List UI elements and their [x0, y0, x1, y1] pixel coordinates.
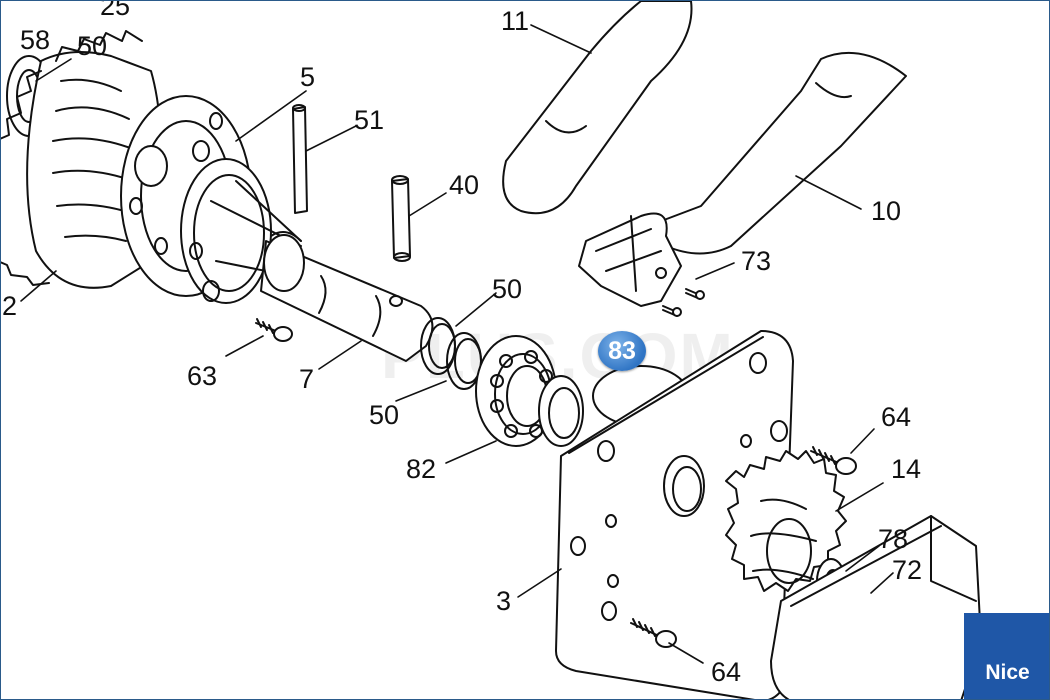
label-part-7: 7 — [299, 364, 315, 394]
release-lever-10 — [578, 51, 907, 307]
release-lever-11 — [502, 1, 693, 215]
label-part-78: 78 — [878, 524, 909, 554]
bearing-82 — [475, 335, 690, 447]
leader-lines — [20, 24, 894, 664]
gear-cover — [770, 515, 982, 699]
label-part-40: 40 — [449, 170, 480, 200]
part-hotspot-83[interactable]: 83 — [598, 331, 646, 371]
label-part-50: 50 — [369, 400, 400, 430]
pinion-gear-14 — [725, 450, 847, 592]
label-part-64: 64 — [711, 657, 742, 687]
circlips — [420, 317, 482, 390]
pin-51 — [292, 104, 308, 214]
label-part-63: 63 — [187, 361, 218, 391]
screw-64-bottom — [630, 618, 677, 648]
label-part-50: 50 — [77, 31, 108, 61]
screw-63 — [255, 318, 293, 342]
label-part-5: 5 — [300, 62, 316, 92]
brand-logo: Nice — [964, 613, 1049, 699]
label-part-73: 73 — [741, 246, 772, 276]
label-part-58: 58 — [20, 25, 51, 55]
label-part-3: 3 — [496, 586, 512, 616]
shaft — [260, 231, 434, 362]
label-part-82: 82 — [1, 291, 18, 321]
label-part-11: 11 — [501, 6, 530, 36]
label-part-25: 25 — [100, 0, 131, 21]
label-part-72: 72 — [892, 555, 923, 585]
label-part-10: 10 — [871, 196, 902, 226]
screw-64-top — [810, 446, 857, 475]
label-part-14: 14 — [891, 454, 922, 484]
mounting-plate — [555, 330, 794, 699]
label-part-51: 51 — [354, 105, 385, 135]
label-part-50: 50 — [492, 274, 523, 304]
label-part-64: 64 — [881, 402, 912, 432]
small-pins-73 — [662, 288, 705, 317]
pin-40 — [391, 175, 411, 262]
left-gear-assembly — [1, 30, 302, 304]
label-part-82: 82 — [406, 454, 437, 484]
